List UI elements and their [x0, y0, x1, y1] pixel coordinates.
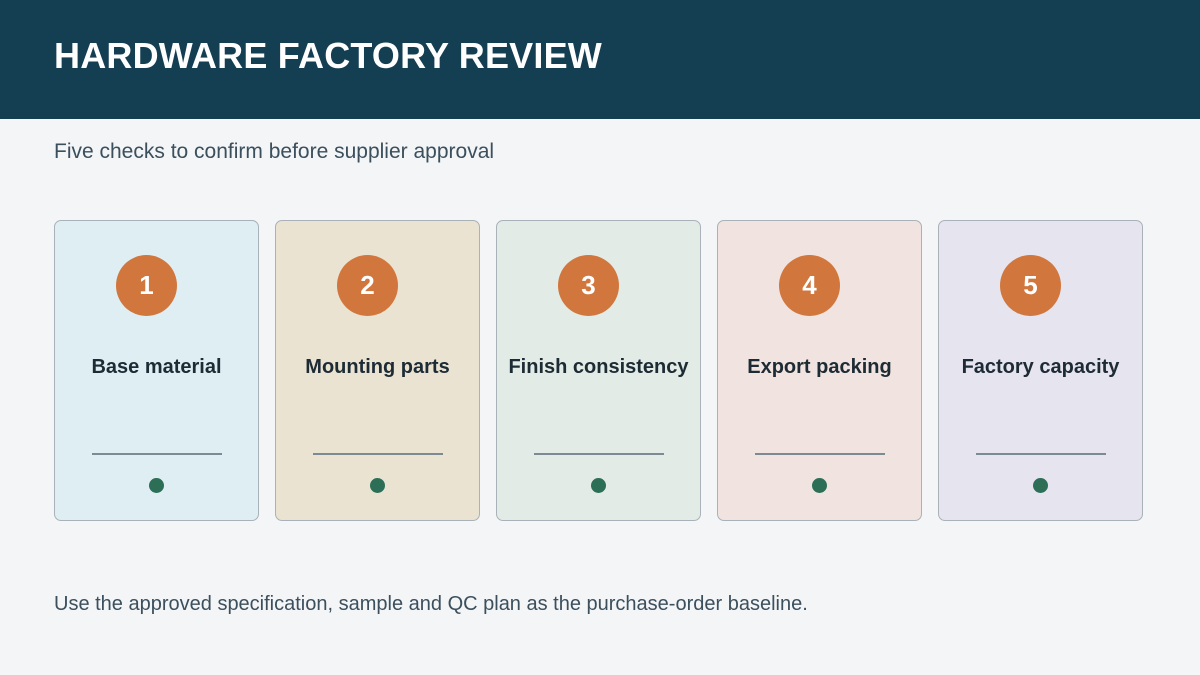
check-card-mounting-parts: 2 Mounting parts: [275, 220, 480, 521]
status-dot-icon: [812, 478, 827, 493]
check-card-factory-capacity: 5 Factory capacity: [938, 220, 1143, 521]
card-divider: [976, 453, 1106, 455]
check-card-label: Factory capacity: [961, 356, 1120, 378]
card-divider: [534, 453, 664, 455]
status-dot-icon: [370, 478, 385, 493]
check-card-label: Finish consistency: [508, 356, 689, 378]
step-number-badge: 4: [779, 255, 840, 316]
card-divider: [92, 453, 222, 455]
step-number-badge: 2: [337, 255, 398, 316]
page-title: HARDWARE FACTORY REVIEW: [54, 35, 602, 76]
step-number-badge: 1: [116, 255, 177, 316]
header-bar: HARDWARE FACTORY REVIEW: [0, 0, 1200, 119]
check-card-base-material: 1 Base material: [54, 220, 259, 521]
check-card-label: Base material: [91, 356, 222, 378]
card-divider: [313, 453, 443, 455]
status-dot-icon: [591, 478, 606, 493]
check-card-label: Export packing: [747, 356, 892, 378]
card-divider: [755, 453, 885, 455]
status-dot-icon: [1033, 478, 1048, 493]
step-number-badge: 3: [558, 255, 619, 316]
status-dot-icon: [149, 478, 164, 493]
check-card-export-packing: 4 Export packing: [717, 220, 922, 521]
check-card-label: Mounting parts: [305, 356, 450, 378]
page-subtitle: Five checks to confirm before supplier a…: [54, 140, 495, 163]
step-number-badge: 5: [1000, 255, 1061, 316]
footer-note: Use the approved specification, sample a…: [54, 593, 808, 615]
check-card-finish-consistency: 3 Finish consistency: [496, 220, 701, 521]
